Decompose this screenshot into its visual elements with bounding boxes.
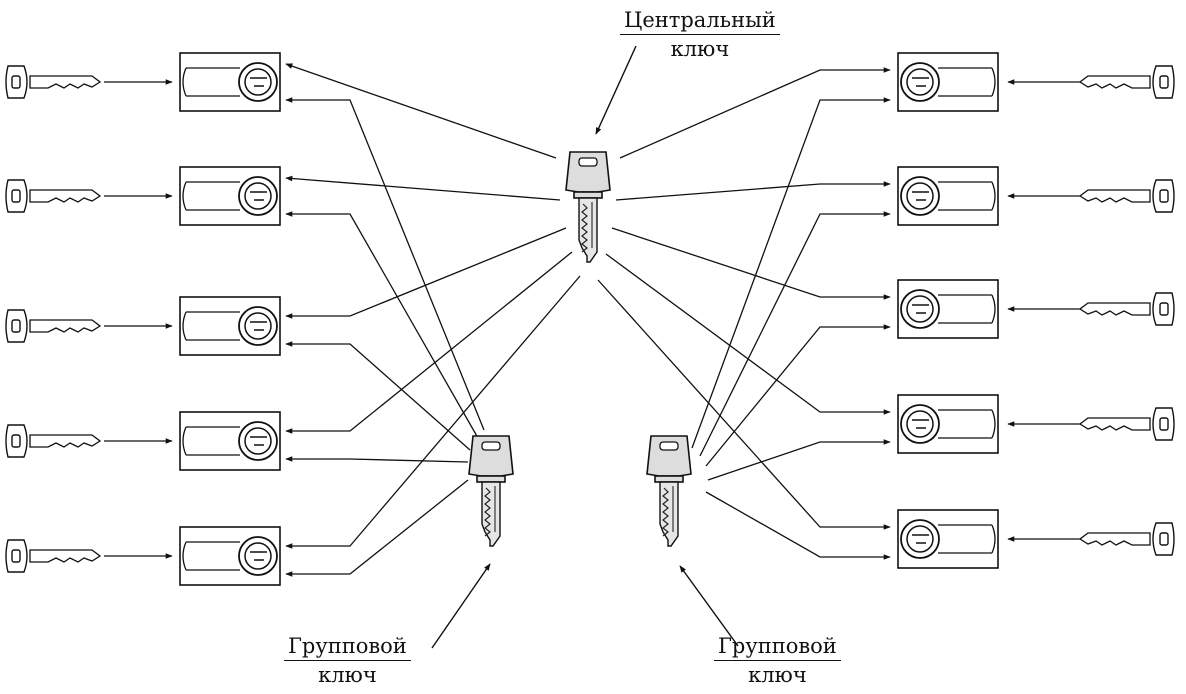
central-key-link-R1 [619, 67, 891, 159]
central-key-link-L4 [285, 251, 573, 434]
lock-cylinder-L4 [179, 411, 281, 471]
individual-key-L2 [5, 179, 102, 213]
individual-key-L4 [5, 424, 102, 458]
group-key-left-label-line2: ключ [318, 663, 377, 687]
central-key-label-line2: ключ [670, 37, 730, 61]
group-key-link-L4 [285, 456, 469, 463]
group-key-link-L1 [285, 97, 485, 431]
group-key-link-R2 [699, 211, 891, 457]
group-key-left-label: Групповой ключ [284, 634, 411, 687]
central-key-link-L1 [285, 63, 557, 159]
group-right-label-pointer [679, 565, 739, 647]
individual-key-L3 [5, 309, 102, 343]
central-key-link-L2 [285, 175, 561, 201]
group-key-link-L2 [285, 211, 479, 439]
central-key-label-line1: Центральный [620, 8, 780, 35]
individual-key-R5 [1078, 522, 1175, 556]
group-key-link-L3 [285, 341, 471, 451]
central-key-label: Центральный ключ [620, 8, 780, 61]
individual-key-R2 [1078, 179, 1175, 213]
individual-key-R1 [1078, 65, 1175, 99]
individual-key-R4 [1078, 407, 1175, 441]
group-key-link-R5 [705, 491, 891, 560]
lock-cylinder-L3 [179, 296, 281, 356]
central-key-link-L3 [285, 227, 567, 319]
lock-cylinder-R3 [897, 279, 999, 339]
lock-cylinder-R1 [897, 52, 999, 112]
group-left-label-pointer [431, 563, 491, 649]
individual-key-L5 [5, 539, 102, 573]
central-label-pointer [595, 45, 637, 135]
group-key-link-R4 [707, 439, 891, 481]
group-key-left [468, 435, 514, 547]
central-key-link-R3 [611, 227, 891, 300]
lock-cylinder-L1 [179, 52, 281, 112]
group-key-link-R1 [691, 97, 891, 449]
group-key-right [646, 435, 692, 547]
group-key-left-label-line1: Групповой [284, 634, 411, 661]
central-key-link-L5 [285, 275, 581, 549]
lock-cylinder-R2 [897, 166, 999, 226]
central-key-link-R5 [597, 279, 891, 530]
lock-cylinder-R4 [897, 394, 999, 454]
group-key-link-R3 [705, 324, 891, 467]
central-key-link-R2 [615, 181, 891, 201]
individual-key-L1 [5, 65, 102, 99]
lock-cylinder-L2 [179, 166, 281, 226]
lock-cylinder-R5 [897, 509, 999, 569]
group-key-right-label-line1: Групповой [714, 634, 841, 661]
individual-key-R3 [1078, 292, 1175, 326]
group-key-link-L5 [285, 479, 469, 577]
central-key-link-R4 [605, 253, 891, 415]
group-key-right-label-line2: ключ [748, 663, 807, 687]
group-key-right-label: Групповой ключ [714, 634, 841, 687]
lock-cylinder-L5 [179, 526, 281, 586]
central-master-key [565, 151, 611, 263]
